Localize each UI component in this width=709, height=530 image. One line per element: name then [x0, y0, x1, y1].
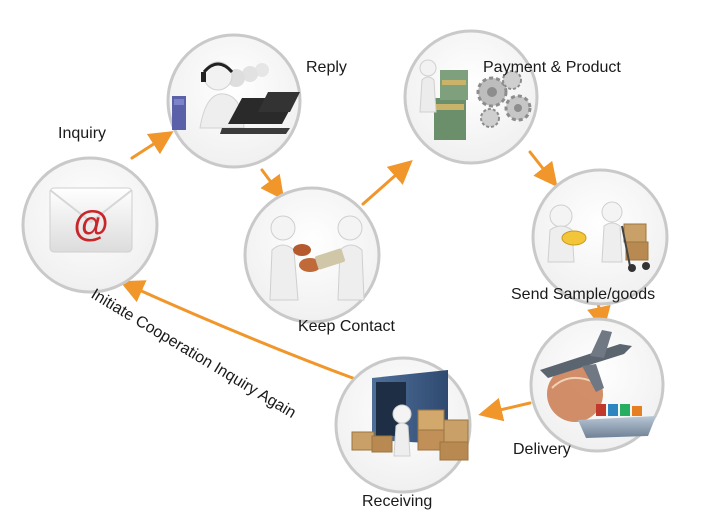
arrow-loop-back-to-inquiry	[119, 280, 360, 382]
money-and-gears-icon	[419, 59, 532, 140]
arrow-delivery-to-receiving	[478, 397, 532, 422]
arrow-reply-to-keep-contact	[260, 168, 285, 201]
flow-arrows	[119, 131, 611, 422]
arrow-keep-contact-to-payment	[361, 160, 413, 206]
label-reply: Reply	[306, 59, 347, 76]
label-payment-product: Payment & Product	[483, 59, 621, 76]
label-inquiry: Inquiry	[58, 125, 106, 142]
arrow-payment-to-send-sample	[528, 150, 558, 188]
svg-text:@: @	[73, 203, 108, 244]
call-center-agents-icon	[172, 61, 300, 134]
container-boxes-icon	[351, 370, 469, 461]
step-payment-product	[403, 29, 539, 165]
step-receiving	[334, 356, 472, 494]
envelope-at-icon: @	[49, 187, 133, 253]
airplane-ship-globe-icon	[540, 330, 656, 438]
hand-truck-figure-icon	[547, 201, 650, 272]
label-receiving: Receiving	[362, 493, 432, 510]
step-reply	[166, 33, 302, 169]
step-delivery	[529, 317, 665, 453]
label-delivery: Delivery	[513, 441, 571, 458]
handshake-figures-icon	[269, 215, 365, 301]
label-keep-contact: Keep Contact	[298, 318, 396, 335]
step-send-sample	[531, 168, 669, 306]
step-keep-contact	[243, 186, 381, 324]
label-send-sample: Send Sample/goods	[511, 286, 655, 303]
step-inquiry: @	[21, 156, 159, 294]
arrow-inquiry-to-reply	[130, 131, 174, 160]
